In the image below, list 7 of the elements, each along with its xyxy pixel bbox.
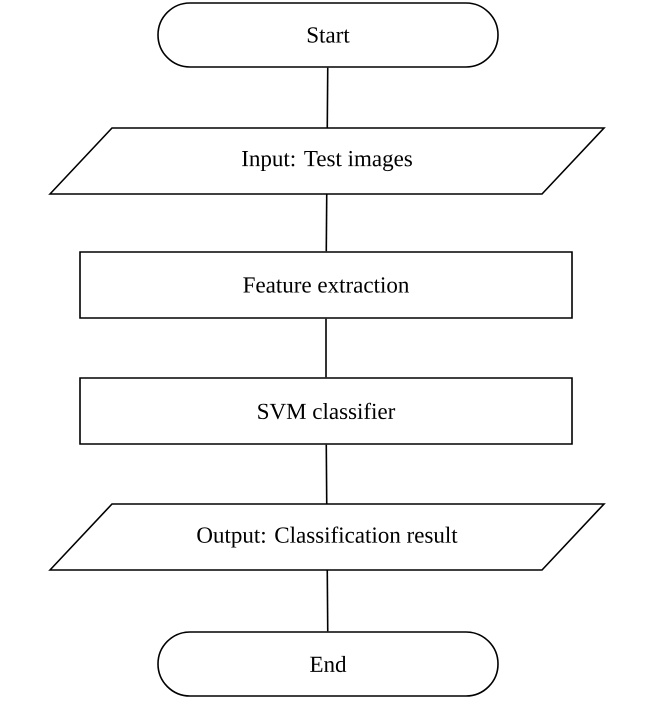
- connector-line: [325, 194, 328, 252]
- process-box: Feature extraction: [79, 251, 573, 319]
- process-box: SVM classifier: [79, 377, 573, 445]
- connector-line: [325, 444, 328, 504]
- connector-line: [326, 570, 329, 632]
- connector-line: [326, 68, 329, 128]
- connector-line: [325, 318, 327, 378]
